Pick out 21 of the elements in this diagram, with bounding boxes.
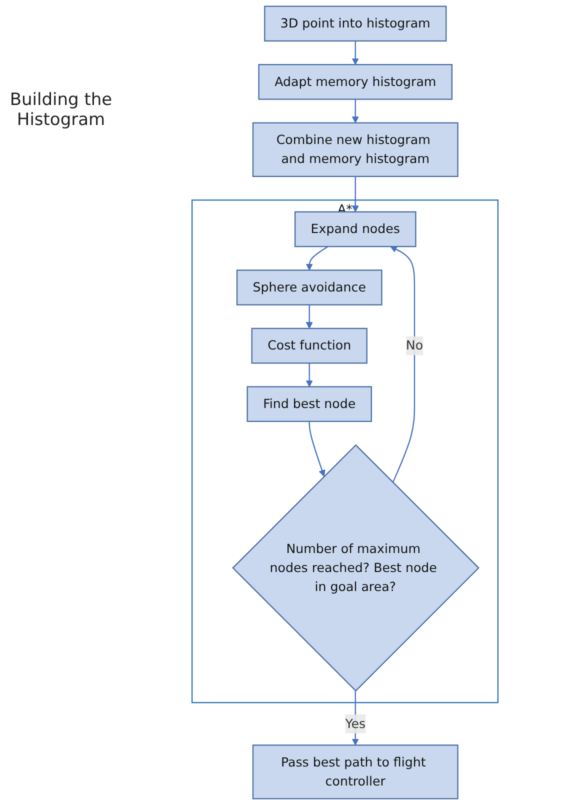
arrow	[390, 246, 416, 483]
arrow	[308, 421, 326, 477]
node-diamond: Number of maximum nodes reached? Best node in goal area?	[232, 444, 480, 692]
arrow	[352, 40, 359, 65]
node-box: Cost function	[251, 328, 368, 364]
node-box: Sphere avoidance	[236, 270, 382, 306]
node-box: Find best node	[246, 386, 372, 422]
arrow	[352, 99, 359, 124]
node-box: 3D point into histogram	[264, 6, 447, 42]
node-box: Pass best path to flight controller	[252, 744, 458, 800]
arrow	[352, 690, 359, 746]
node-box: Expand nodes	[294, 211, 416, 248]
edge-label: Yes	[345, 716, 366, 731]
node-box: Combine new histogram and memory histogram	[252, 122, 458, 178]
arrow	[306, 246, 328, 270]
node-box: Adapt memory histogram	[258, 64, 453, 100]
arrow	[352, 176, 359, 212]
arrow	[306, 363, 313, 388]
arrow	[306, 304, 313, 329]
edge-label: No	[406, 338, 424, 353]
side-label: Building the Histogram	[8, 90, 114, 130]
